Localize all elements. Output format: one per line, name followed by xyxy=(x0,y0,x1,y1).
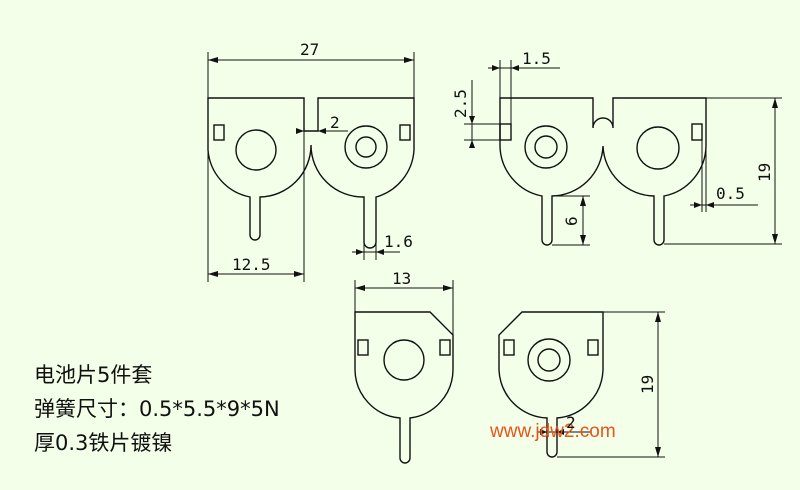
single-plate-back-outline xyxy=(498,311,604,458)
dim-half-width: 12.5 xyxy=(207,131,305,282)
dim-front-width: 27 xyxy=(207,40,415,98)
dim-single-width: 13 xyxy=(354,269,454,335)
label-single-width: 13 xyxy=(392,269,411,288)
contact-circle-d-inner xyxy=(537,348,561,372)
label-slot-height: 2.5 xyxy=(451,89,470,118)
single-plate-front-outline xyxy=(354,311,454,464)
label-single-height: 19 xyxy=(638,375,657,394)
watermark: www.jdw2.com xyxy=(489,421,616,442)
slot-b-right xyxy=(691,123,703,141)
label-center-gap: 2 xyxy=(330,113,340,132)
contact-circle-right-inner xyxy=(355,136,377,158)
label-front-width: 27 xyxy=(300,40,319,59)
dim-edge-offset: 0.5 xyxy=(690,140,758,212)
dim-total-height: 19 xyxy=(664,97,782,245)
note-line-1: 电池片5件套 xyxy=(34,363,152,387)
label-pin-length: 6 xyxy=(562,216,581,226)
label-total-height: 19 xyxy=(755,163,774,182)
contact-circle-b-right xyxy=(636,126,680,170)
label-tab-width-front: 1.6 xyxy=(384,232,413,251)
dim-pin-length: 6 xyxy=(552,195,590,246)
double-plate-front xyxy=(207,97,415,249)
double-plate-back xyxy=(499,97,707,246)
dim-single-tab xyxy=(538,422,590,440)
slot-d-left xyxy=(503,339,515,356)
label-half-width: 12.5 xyxy=(232,255,271,274)
slot-right xyxy=(399,124,411,141)
label-slot-width: 1.5 xyxy=(522,49,551,68)
slot-d-right xyxy=(587,339,599,356)
note-line-3: 厚0.3铁片镀镍 xyxy=(34,431,172,455)
note-line-2: 弹簧尺寸：0.5*5.5*9*5N xyxy=(34,397,280,421)
dim-tab-width-front: 1.6 xyxy=(352,232,413,260)
dim-center-gap: 2 xyxy=(296,113,348,134)
double-plate-outline xyxy=(207,97,415,249)
double-plate-back-outline xyxy=(499,97,707,246)
single-plate-front xyxy=(354,311,454,464)
contact-circle-c xyxy=(383,339,425,381)
contact-circle-left xyxy=(235,129,277,171)
slot-left xyxy=(213,124,225,141)
dim-slot-height: 2.5 xyxy=(451,80,511,148)
contact-circle-b-left-outer xyxy=(524,125,568,169)
slot-b-left xyxy=(499,123,512,141)
contact-circle-right-outer xyxy=(344,125,388,169)
contact-circle-d-outer xyxy=(527,338,571,382)
slot-c-right xyxy=(439,339,451,356)
slot-c-left xyxy=(357,339,369,356)
contact-circle-b-left-inner xyxy=(534,135,558,159)
single-plate-back xyxy=(498,311,604,458)
dim-slot-width: 1.5 xyxy=(488,49,560,124)
dim-single-height: 19 xyxy=(557,311,665,458)
label-single-tab: 2 xyxy=(566,413,576,432)
label-edge-offset: 0.5 xyxy=(716,184,745,203)
